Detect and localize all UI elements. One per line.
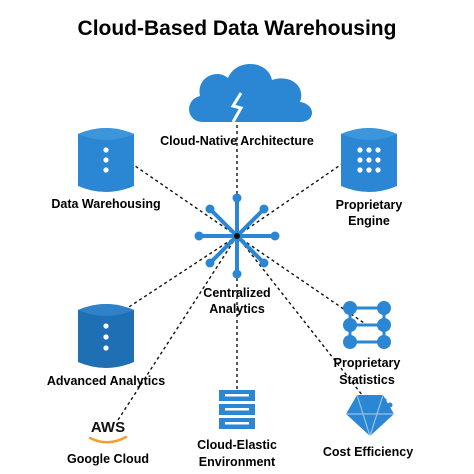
- database-grid-icon: [341, 128, 397, 192]
- proprietary-statistics-label-line2: Statistics: [339, 373, 395, 387]
- aws-logo-text: AWS: [91, 419, 125, 436]
- centralized-analytics-label-line2: Analytics: [209, 302, 265, 316]
- cloud-icon: [189, 63, 312, 122]
- gem-icon: [346, 395, 394, 436]
- proprietary-engine-label-line1: Proprietary: [336, 198, 403, 212]
- sparkle-dot: [387, 402, 393, 408]
- google-cloud-label: Google Cloud: [67, 452, 149, 466]
- proprietary-engine-label-line2: Engine: [348, 214, 390, 228]
- database-icon: [78, 304, 134, 368]
- node-cloud-native: Cloud-Native Architecture: [160, 63, 314, 148]
- connector-advanced-analytics: [105, 235, 238, 323]
- gem-facets: [346, 394, 394, 438]
- advanced-analytics-label: Advanced Analytics: [47, 374, 165, 388]
- sparkle-dot: [383, 398, 387, 402]
- database-icon: [78, 128, 134, 192]
- connectors: [105, 110, 371, 421]
- connector-proprietary-statistics: [236, 235, 368, 326]
- cost-efficiency-label: Cost Efficiency: [323, 445, 413, 459]
- cloud-native-label: Cloud-Native Architecture: [160, 134, 314, 148]
- node-data-warehousing: Data Warehousing: [51, 128, 161, 211]
- aws-smile-icon: [88, 435, 128, 444]
- diagram-title: Cloud-Based Data Warehousing: [78, 17, 397, 40]
- hub-center: [234, 233, 240, 239]
- node-cloud-elastic: Cloud-Elastic Environment: [197, 390, 277, 469]
- node-google-cloud: AWS Google Cloud: [67, 419, 149, 466]
- centralized-analytics-label-line1: Centralized: [203, 286, 270, 300]
- node-cost-efficiency: Cost Efficiency: [323, 394, 413, 459]
- node-proprietary-statistics: Proprietary Statistics: [334, 301, 401, 387]
- server-rack-icon: [219, 390, 255, 429]
- node-advanced-analytics: Advanced Analytics: [47, 304, 165, 388]
- proprietary-statistics-label-line1: Proprietary: [334, 356, 401, 370]
- cloud-elastic-label-line2: Environment: [199, 455, 276, 469]
- connector-google-cloud: [117, 235, 238, 421]
- network-grid-icon: [343, 301, 391, 349]
- cloud-lightning-icon: [230, 92, 244, 123]
- node-centralized-analytics: Centralized Analytics: [194, 193, 280, 316]
- hub-endpoints: [194, 193, 280, 279]
- data-warehousing-label: Data Warehousing: [51, 197, 160, 211]
- cloud-elastic-label-line1: Cloud-Elastic: [197, 438, 277, 452]
- node-proprietary-engine: Proprietary Engine: [336, 128, 403, 228]
